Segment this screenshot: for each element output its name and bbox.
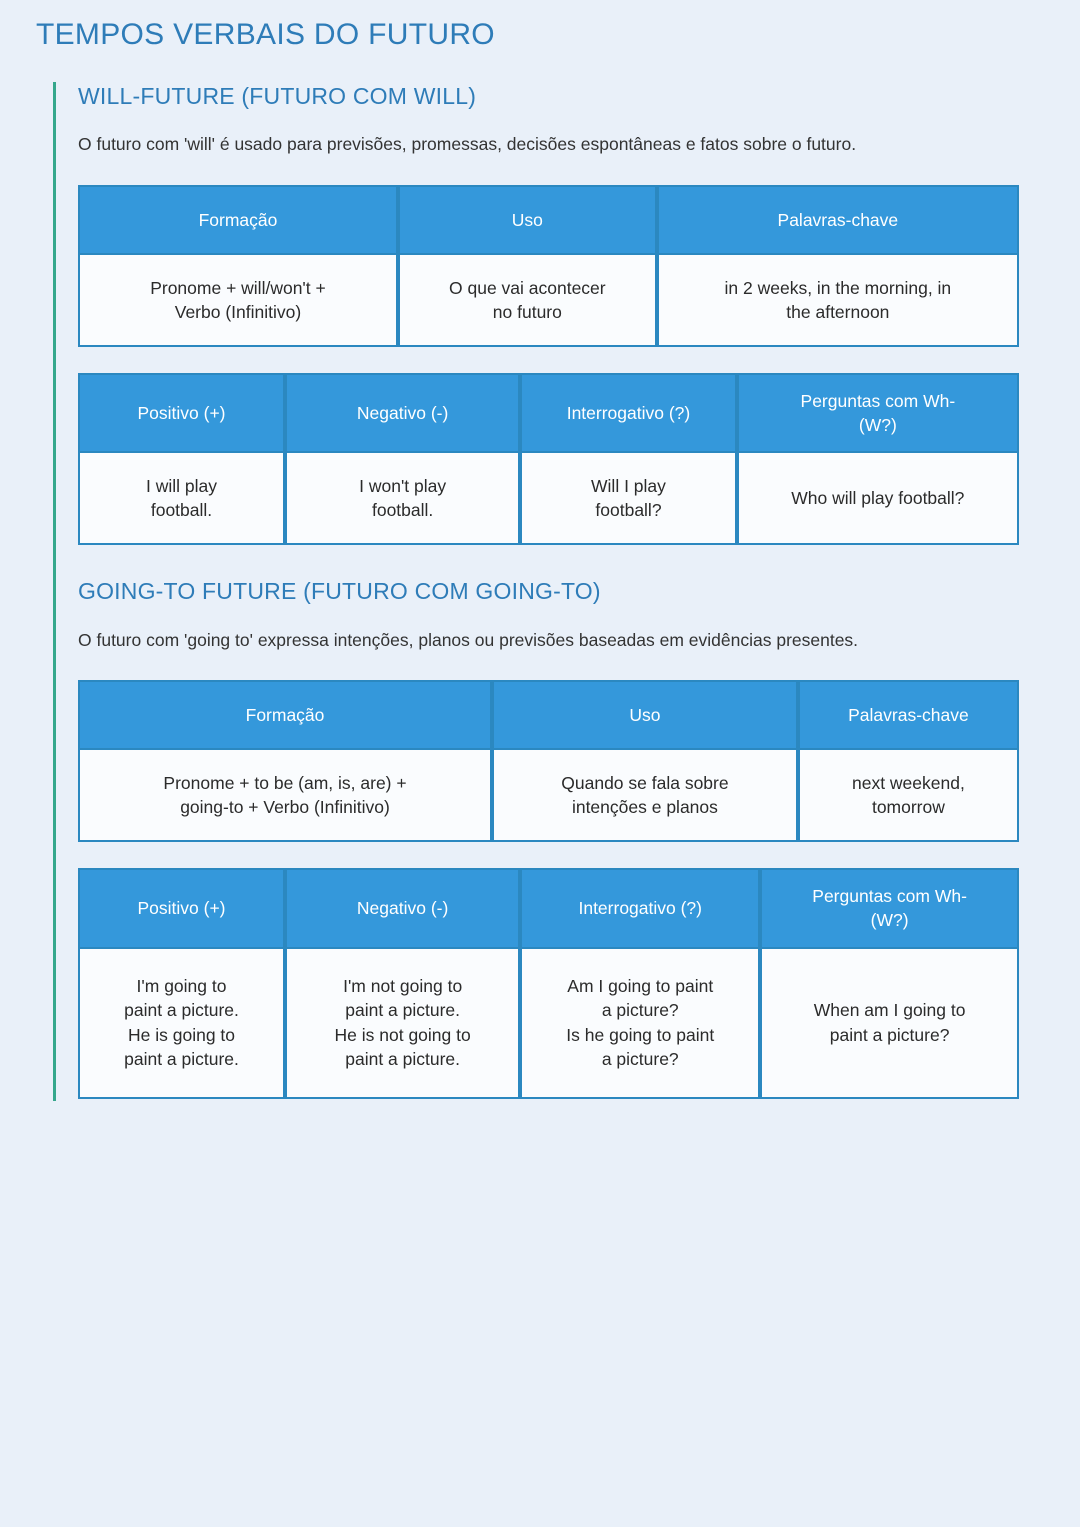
table-row: I'm going to paint a picture. He is goin… bbox=[78, 948, 1019, 1099]
will-future-tables: Formação Uso Palavras-chave Pronome + wi… bbox=[78, 184, 1019, 547]
cell-palavras-chave: next weekend, tomorrow bbox=[797, 750, 1019, 843]
section-description-will-future: O futuro com 'will' é usado para previsõ… bbox=[78, 134, 857, 155]
table-will-formation: Formação Uso Palavras-chave Pronome + wi… bbox=[78, 184, 1019, 347]
table-header-row: Formação Uso Palavras-chave bbox=[78, 680, 1019, 751]
column-header-uso: Uso bbox=[492, 680, 798, 751]
column-header-formacao: Formação bbox=[78, 184, 398, 255]
accent-rail bbox=[53, 81, 56, 1101]
section-title-going-to-future: GOING-TO FUTURE (FUTURO COM GOING-TO) bbox=[78, 578, 601, 605]
column-header-formacao: Formação bbox=[78, 680, 493, 751]
cell-interrogativo: Will I play football? bbox=[520, 453, 737, 546]
column-header-uso: Uso bbox=[397, 184, 657, 255]
cell-formacao: Pronome + to be (am, is, are) + going-to… bbox=[78, 750, 493, 843]
column-header-palavras-chave: Palavras-chave bbox=[797, 680, 1019, 751]
column-header-interrogativo: Interrogativo (?) bbox=[520, 372, 737, 454]
section-will-future: WILL-FUTURE (FUTURO COM WILL) O futuro c… bbox=[0, 82, 1080, 548]
section-title-will-future: WILL-FUTURE (FUTURO COM WILL) bbox=[78, 82, 477, 109]
table-row: Pronome + will/won't + Verbo (Infinitivo… bbox=[78, 254, 1019, 347]
table-header-row: Positivo (+) Negativo (-) Interrogativo … bbox=[78, 868, 1019, 949]
cell-uso: O que vai acontecer no futuro bbox=[397, 254, 657, 347]
cell-interrogativo: Am I going to paint a picture? Is he goi… bbox=[520, 948, 761, 1099]
table-row: Pronome + to be (am, is, are) + going-to… bbox=[78, 750, 1019, 843]
column-header-interrogativo: Interrogativo (?) bbox=[520, 868, 761, 949]
section-description-going-to-future: O futuro com 'going to' expressa intençõ… bbox=[78, 629, 859, 650]
table-going-to-forms: Positivo (+) Negativo (-) Interrogativo … bbox=[78, 868, 1019, 1099]
column-header-negativo: Negativo (-) bbox=[285, 868, 521, 949]
table-row: I will play football. I won't play footb… bbox=[78, 453, 1019, 546]
section-going-to-future: GOING-TO FUTURE (FUTURO COM GOING-TO) O … bbox=[0, 577, 1080, 1101]
column-header-perguntas-wh: Perguntas com Wh- (W?) bbox=[760, 868, 1019, 949]
cell-positivo: I'm going to paint a picture. He is goin… bbox=[78, 948, 286, 1099]
column-header-perguntas-wh: Perguntas com Wh- (W?) bbox=[736, 372, 1019, 454]
table-going-to-formation: Formação Uso Palavras-chave Pronome + to… bbox=[78, 680, 1019, 843]
table-will-forms: Positivo (+) Negativo (-) Interrogativo … bbox=[78, 372, 1019, 546]
column-header-positivo: Positivo (+) bbox=[78, 372, 286, 454]
going-to-tables: Formação Uso Palavras-chave Pronome + to… bbox=[78, 680, 1019, 1100]
page-title: TEMPOS VERBAIS DO FUTURO bbox=[36, 18, 495, 51]
column-header-negativo: Negativo (-) bbox=[285, 372, 521, 454]
table-header-row: Formação Uso Palavras-chave bbox=[78, 184, 1019, 255]
column-header-positivo: Positivo (+) bbox=[78, 868, 286, 949]
cell-positivo: I will play football. bbox=[78, 453, 286, 546]
cell-perguntas-wh: When am I going to paint a picture? bbox=[760, 948, 1019, 1099]
table-header-row: Positivo (+) Negativo (-) Interrogativo … bbox=[78, 372, 1019, 454]
cell-palavras-chave: in 2 weeks, in the morning, in the after… bbox=[656, 254, 1019, 347]
sections-container: WILL-FUTURE (FUTURO COM WILL) O futuro c… bbox=[0, 81, 1080, 1101]
cell-uso: Quando se fala sobre intenções e planos bbox=[492, 750, 798, 843]
cell-perguntas-wh: Who will play football? bbox=[736, 453, 1019, 546]
column-header-palavras-chave: Palavras-chave bbox=[656, 184, 1019, 255]
cell-negativo: I'm not going to paint a picture. He is … bbox=[285, 948, 521, 1099]
cell-negativo: I won't play football. bbox=[285, 453, 521, 546]
cell-formacao: Pronome + will/won't + Verbo (Infinitivo… bbox=[78, 254, 398, 347]
